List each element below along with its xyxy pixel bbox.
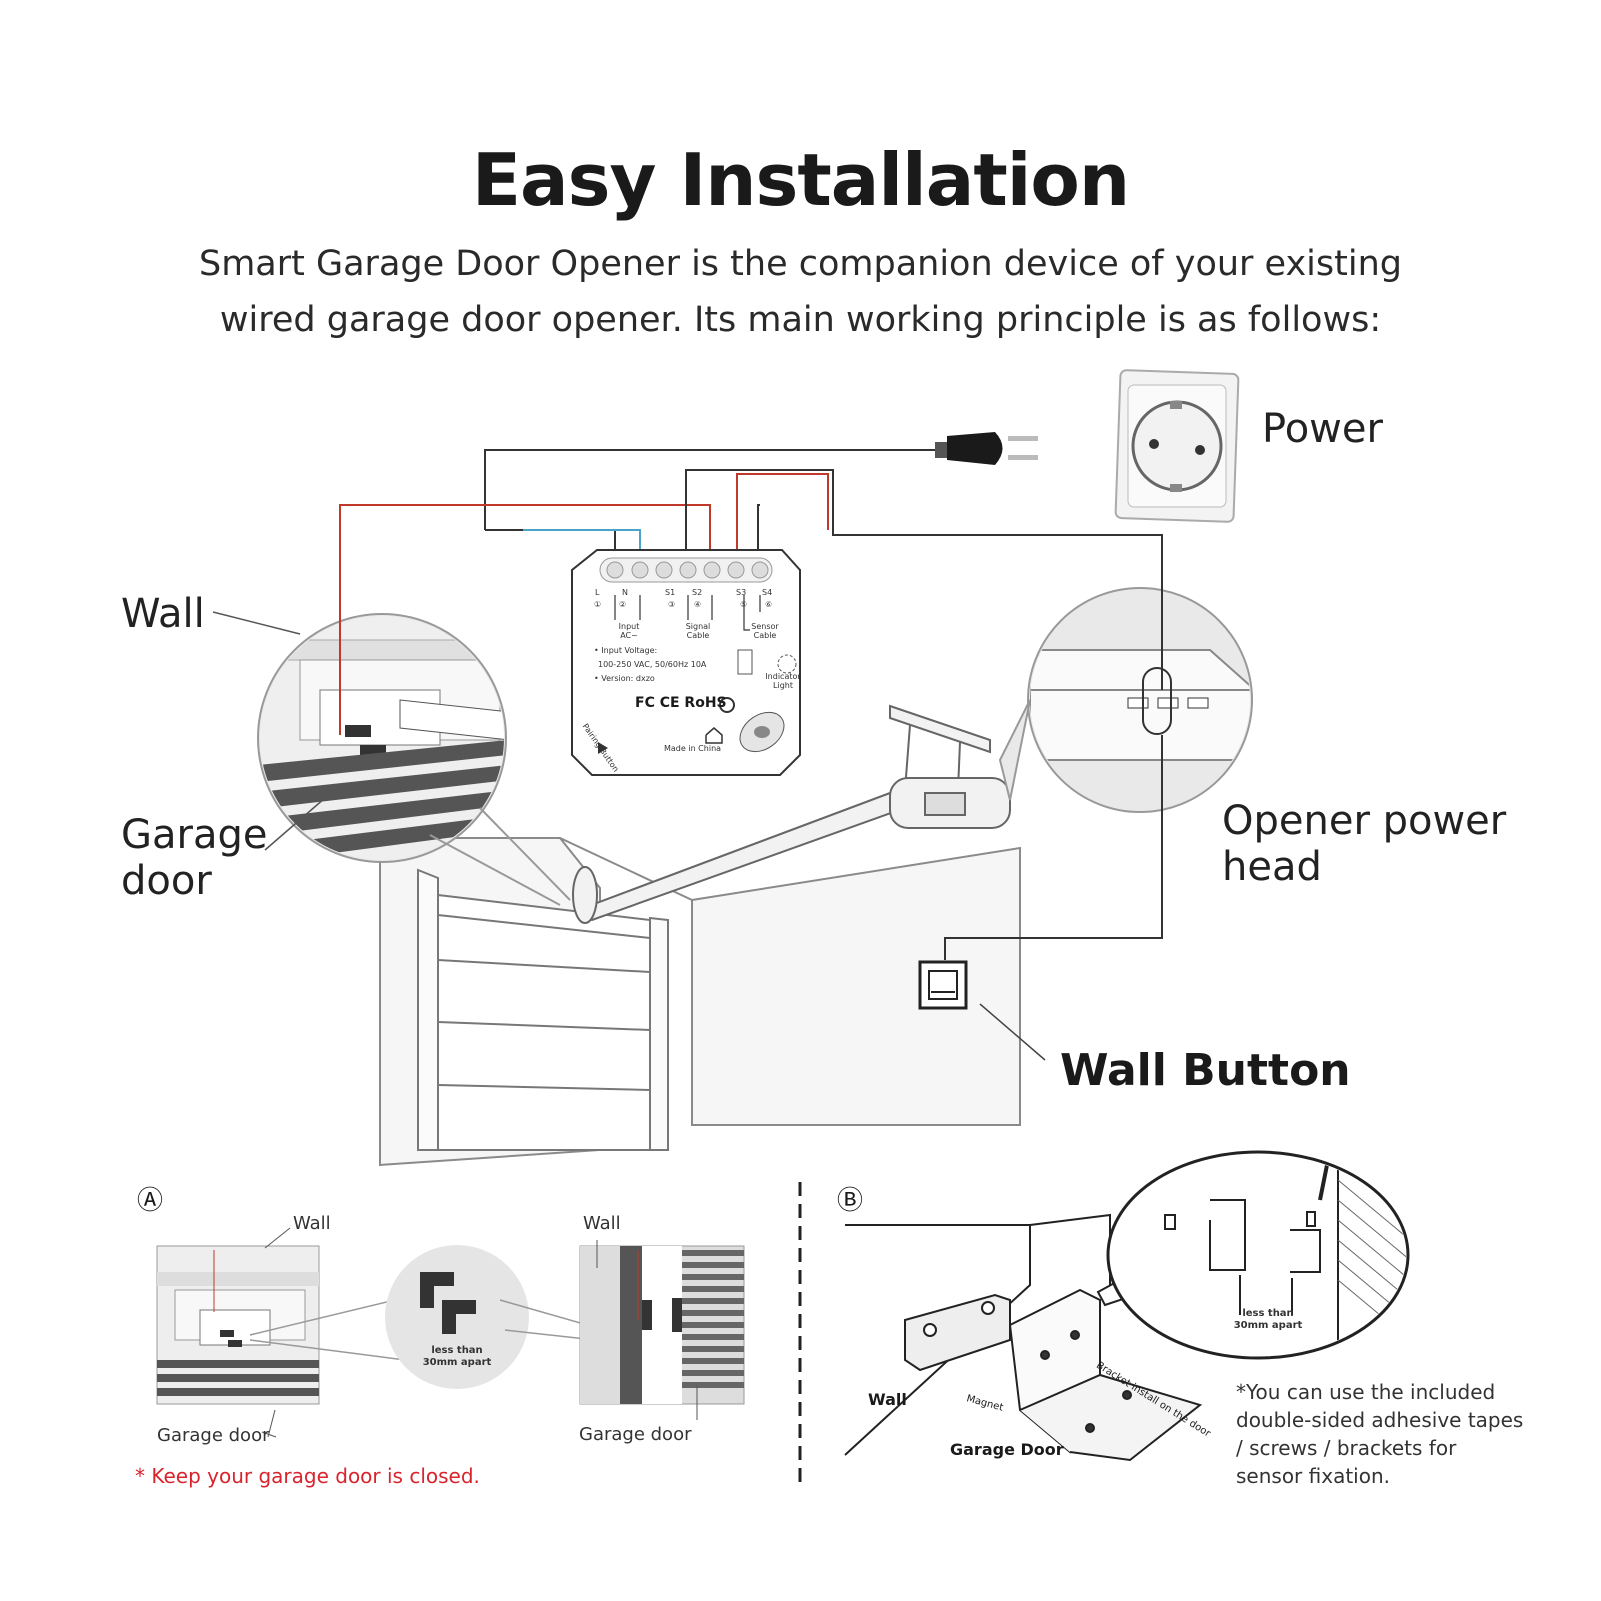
wall-label: Wall (121, 591, 205, 637)
garage-door (417, 868, 669, 1151)
terminal-num-3: ③ (668, 600, 676, 609)
panel-b-gap-note: less than 30mm apart (1233, 1308, 1303, 1331)
panel-a-wall-right-label: Wall (583, 1213, 621, 1234)
panel-a-left-box (156, 1245, 320, 1405)
input-voltage-label: • Input Voltage: (594, 646, 658, 655)
certification-marks: FC CE RoHS (635, 695, 727, 711)
wall-leader-line (212, 611, 301, 635)
power-label: Power (1262, 406, 1383, 452)
sensor-cable-label: Sensor Cable (751, 622, 779, 640)
power-plug (935, 432, 1038, 465)
terminal-num-1: ① (594, 600, 602, 609)
terminal-s4: S4 (762, 588, 773, 597)
panel-b-wall-label: Wall (868, 1390, 907, 1409)
terminal-s2: S2 (692, 588, 703, 597)
opener-zoom-circle (998, 587, 1253, 813)
terminal-l: L (595, 588, 600, 597)
subtitle-line-2: wired garage door opener. Its main worki… (219, 300, 1382, 340)
panel-a-right-box (579, 1245, 745, 1405)
panel-a-gap-note: less than 30mm apart (422, 1345, 492, 1368)
wall-button-leader (979, 1003, 1046, 1061)
panel-a-wall-left-label: Wall (293, 1213, 331, 1234)
made-in-china-label: Made in China (664, 744, 722, 753)
version-label: • Version: dxzo (594, 674, 655, 683)
indicator-light-label: Indicator Light (765, 672, 801, 690)
panel-a-marker: Ⓐ (137, 1186, 164, 1216)
opener-rail (572, 704, 1011, 924)
signal-cable-label: Signal Cable (685, 622, 711, 640)
input-voltage-value: 100-250 VAC, 50/60Hz 10A (598, 660, 707, 669)
terminal-num-4: ④ (694, 600, 702, 609)
power-socket (1114, 369, 1240, 523)
terminal-s3: S3 (736, 588, 747, 597)
panel-b-garage-label: Garage Door (950, 1440, 1064, 1459)
panel-a-zoom-circle (385, 1245, 529, 1389)
page-title: Easy Installation (471, 138, 1130, 222)
wall-zoom-circle (257, 613, 571, 906)
panel-b-fixation-note: *You can use the included double-sided a… (1236, 1380, 1524, 1488)
subtitle-line-1: Smart Garage Door Opener is the companio… (198, 244, 1402, 284)
wall-button-label: Wall Button (1060, 1045, 1351, 1096)
panel-a-closed-note: * Keep your garage door is closed. (135, 1464, 480, 1488)
wiring (339, 449, 1163, 960)
garage-door-label: Garage door (121, 812, 268, 904)
panel-a-garage-right-label: Garage door (579, 1424, 692, 1445)
smart-module (571, 549, 801, 776)
terminal-num-6: ⑥ (765, 600, 773, 609)
opener-power-head-label: Opener power head (1222, 798, 1507, 890)
terminal-num-2: ② (619, 600, 627, 609)
garage-leader-line (264, 784, 341, 851)
input-ac-label: Input AC~ (618, 622, 640, 640)
panel-b-scene (844, 1213, 1203, 1462)
terminal-s1: S1 (665, 588, 676, 597)
terminal-n: N (622, 588, 628, 597)
panel-a-garage-left-label: Garage door (157, 1425, 270, 1446)
panel-b-marker: Ⓑ (837, 1186, 864, 1216)
terminal-num-5: ⑤ (740, 600, 748, 609)
wall-button-switch (918, 960, 968, 1010)
